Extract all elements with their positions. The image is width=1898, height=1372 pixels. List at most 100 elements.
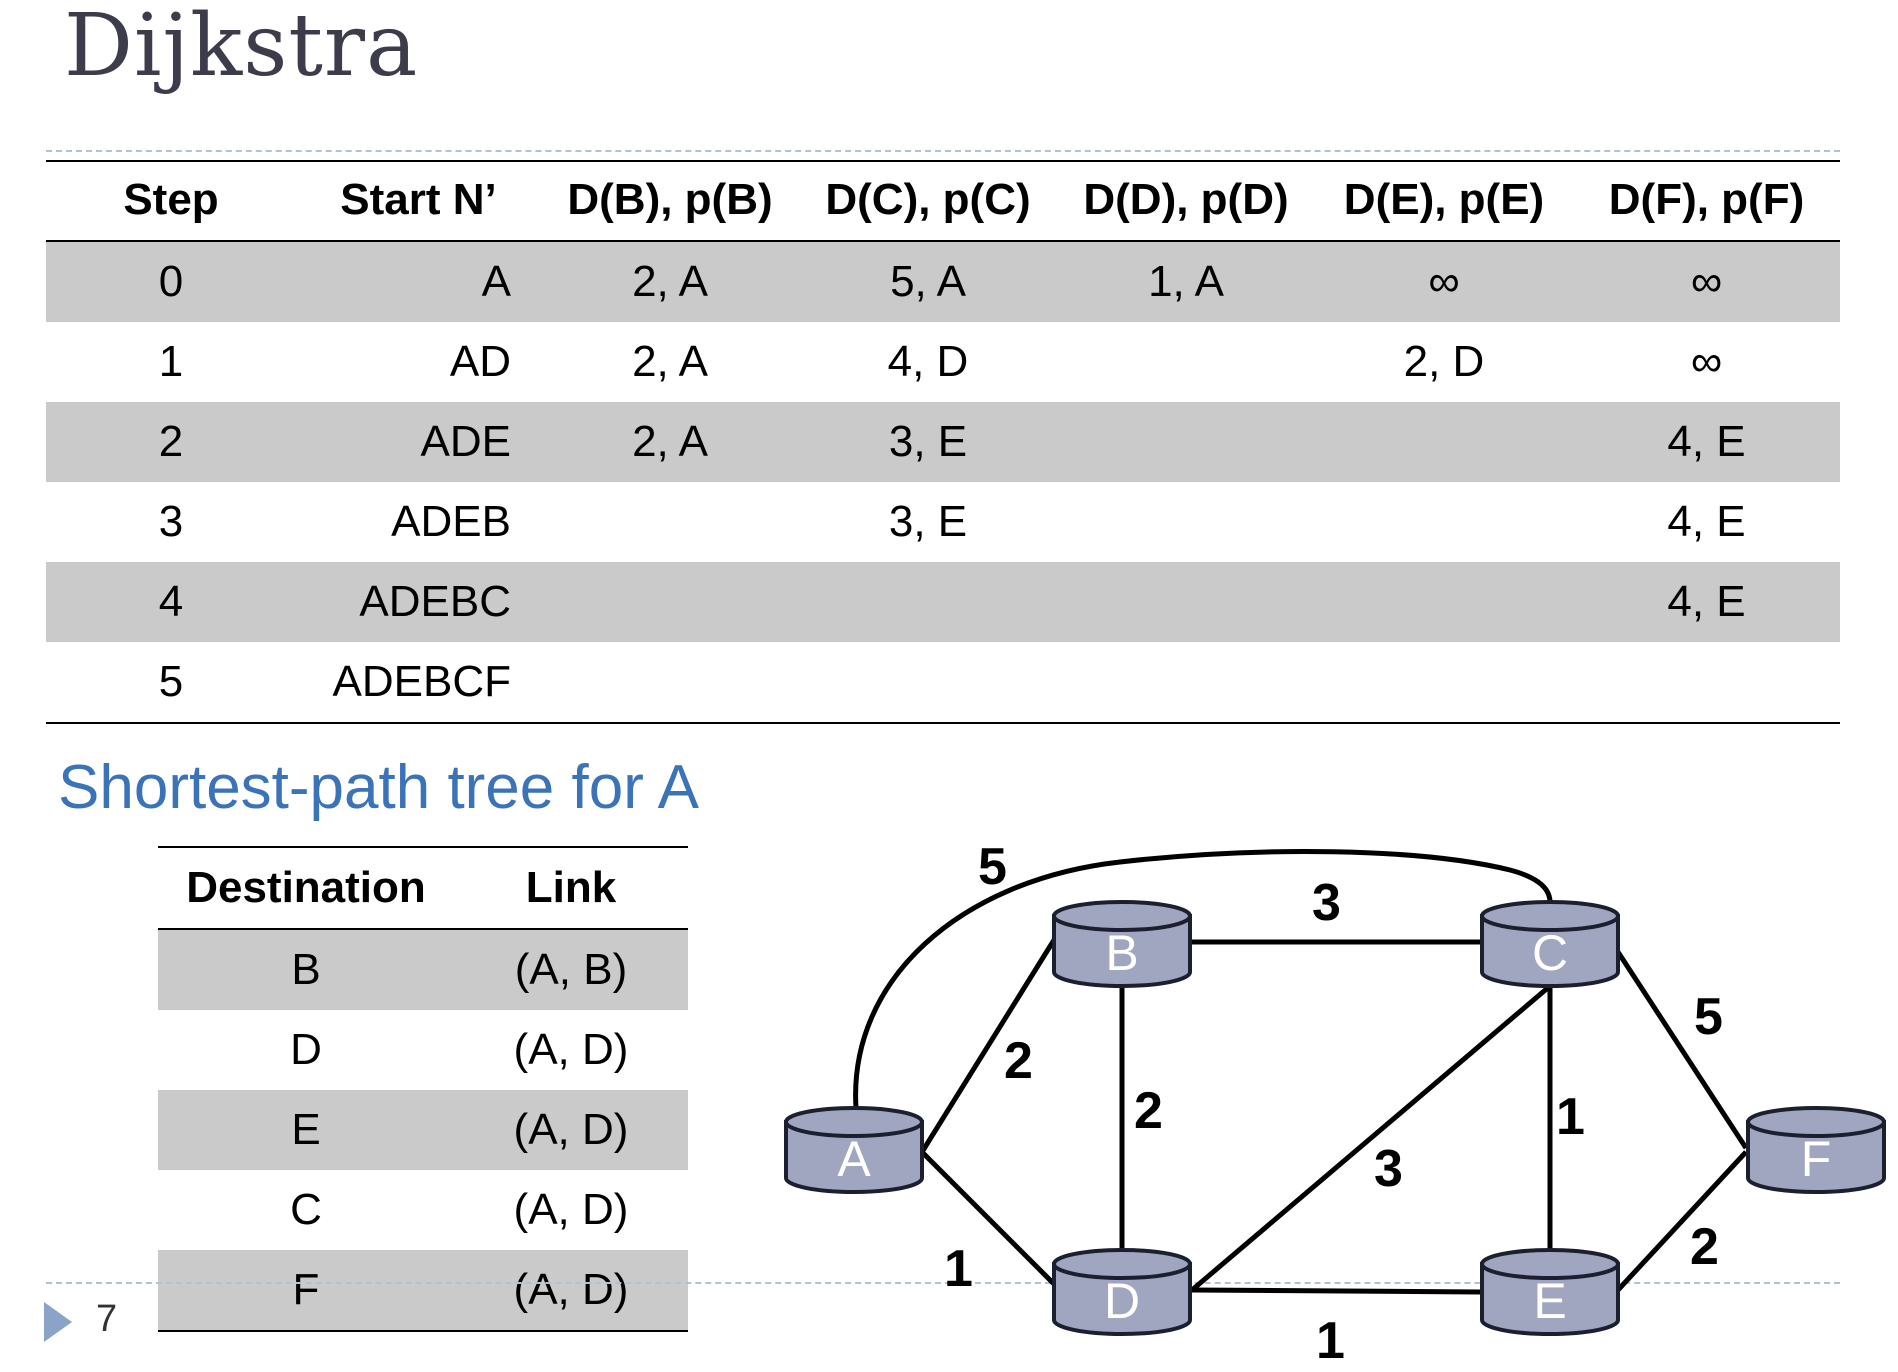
tree-row: F (A, D)	[158, 1250, 688, 1332]
cell-step: 0	[46, 241, 296, 322]
cell-step: 4	[46, 562, 296, 642]
edge-weight-b-d: 2	[1134, 1082, 1163, 1140]
edge-c-d	[1190, 984, 1552, 1292]
tree-header-row: Destination Link	[158, 846, 688, 930]
table-row: 2 ADE 2, A 3, E 4, E	[46, 402, 1840, 482]
cell-dd	[1057, 562, 1315, 642]
cell-dc: 5, A	[799, 241, 1057, 322]
cell-dd	[1057, 642, 1315, 723]
top-dashed-rule	[46, 150, 1840, 152]
header-dd: D(D), p(D)	[1057, 160, 1315, 242]
table-row: 1 AD 2, A 4, D 2, D ∞	[46, 322, 1840, 402]
cell-db: 2, A	[541, 402, 799, 482]
node-label-f: F	[1801, 1131, 1832, 1187]
shortest-path-tree-table: Destination Link B (A, B) D (A, D) E (A,…	[158, 846, 688, 1332]
cell-df: ∞	[1573, 241, 1840, 322]
edge-weight-c-f: 5	[1694, 988, 1723, 1046]
cell-step: 3	[158, 497, 184, 546]
router-node-e: E	[1480, 1248, 1620, 1336]
table-header-row: Step Start N’ D(B), p(B) D(C), p(C) D(D)…	[46, 160, 1840, 242]
header-db: D(B), p(B)	[541, 160, 799, 242]
cell-link: (A, D)	[513, 1185, 629, 1234]
cell-link: (A, B)	[454, 929, 688, 1010]
table-row: 5 ADEBCF	[46, 642, 1840, 723]
router-node-c: C	[1480, 900, 1620, 988]
cell-de	[1315, 482, 1573, 562]
cell-de: 2, D	[1403, 337, 1485, 386]
cell-db: 2, A	[632, 337, 708, 386]
cell-df	[1573, 642, 1840, 723]
dijkstra-table: Step Start N’ D(B), p(B) D(C), p(C) D(D)…	[46, 160, 1840, 724]
cell-destination: C	[290, 1185, 322, 1234]
router-node-b: B	[1052, 900, 1192, 988]
header-dc: D(C), p(C)	[799, 160, 1057, 242]
table-row: 3 ADEB 3, E 4, E	[46, 482, 1840, 562]
cell-dc: 4, D	[887, 337, 969, 386]
table-row: 0 A 2, A 5, A 1, A ∞ ∞	[46, 241, 1840, 322]
edge-weight-c-d: 3	[1374, 1140, 1403, 1198]
cell-destination: F	[158, 1250, 454, 1332]
page-marker-icon	[44, 1302, 72, 1342]
header-de: D(E), p(E)	[1315, 160, 1573, 242]
tree-row: C (A, D)	[158, 1170, 688, 1250]
edge-labels: 5 3 2 2 3 1 5 1 1 2	[944, 838, 1723, 1370]
header-start-n: Start N’	[296, 160, 541, 242]
edge-weight-c-e: 1	[1556, 1088, 1585, 1146]
bottom-dashed-rule	[46, 1282, 1840, 1284]
edge-e-f	[1616, 1150, 1748, 1292]
cell-de: ∞	[1315, 241, 1573, 322]
cell-start-n: A	[296, 241, 541, 322]
header-link: Link	[454, 846, 688, 930]
cell-dd	[1057, 482, 1315, 562]
cell-df: 4, E	[1573, 402, 1840, 482]
cell-db	[541, 562, 799, 642]
node-label-b: B	[1105, 925, 1138, 981]
edge-a-d	[920, 1150, 1058, 1288]
cell-dc: 3, E	[888, 497, 968, 546]
edge-weight-e-f: 2	[1690, 1218, 1719, 1276]
cell-df: 4, E	[1667, 497, 1746, 546]
node-label-a: A	[837, 1131, 871, 1187]
tree-row: E (A, D)	[158, 1090, 688, 1170]
cell-step: 1	[158, 337, 184, 386]
cell-dd	[1057, 322, 1315, 402]
cell-db	[541, 482, 799, 562]
router-node-f: F	[1746, 1106, 1886, 1194]
tree-row: B (A, B)	[158, 929, 688, 1010]
cell-de	[1315, 562, 1573, 642]
cell-start-n: ADEB	[391, 497, 511, 546]
edge-d-e	[1191, 1287, 1481, 1295]
router-node-a: A	[784, 1106, 924, 1194]
cell-df: 4, E	[1573, 562, 1840, 642]
cell-start-n: ADEBC	[296, 562, 541, 642]
header-df: D(F), p(F)	[1573, 160, 1840, 242]
cell-link: (A, D)	[513, 1025, 629, 1074]
page-number: 7	[96, 1298, 118, 1340]
cell-destination: D	[290, 1025, 322, 1074]
cell-dc	[799, 642, 1057, 723]
cell-step: 5	[158, 657, 184, 706]
edge-weight-b-c: 3	[1312, 874, 1341, 932]
cell-step: 2	[46, 402, 296, 482]
cell-link: (A, D)	[454, 1250, 688, 1332]
edge-c-f	[1615, 950, 1749, 1150]
cell-start-n: ADEBCF	[332, 657, 511, 706]
edge-weight-a-d: 1	[944, 1240, 973, 1298]
cell-start-n: AD	[449, 337, 511, 386]
slide-title: Dijkstra	[64, 0, 419, 96]
cell-de	[1315, 402, 1573, 482]
cell-df: ∞	[1690, 337, 1723, 386]
edge-weight-d-e: 1	[1316, 1312, 1345, 1370]
cell-dc: 3, E	[799, 402, 1057, 482]
edge-weight-a-b: 2	[1004, 1032, 1033, 1090]
table-row: 4 ADEBC 4, E	[46, 562, 1840, 642]
cell-dd: 1, A	[1057, 241, 1315, 322]
cell-destination: E	[158, 1090, 454, 1170]
edge-a-b	[919, 938, 1057, 1154]
tree-row: D (A, D)	[158, 1010, 688, 1090]
cell-de	[1315, 642, 1573, 723]
cell-destination: B	[158, 929, 454, 1010]
node-label-c: C	[1532, 925, 1568, 981]
header-destination: Destination	[158, 846, 454, 930]
section-subtitle: Shortest-path tree for A	[58, 753, 700, 822]
